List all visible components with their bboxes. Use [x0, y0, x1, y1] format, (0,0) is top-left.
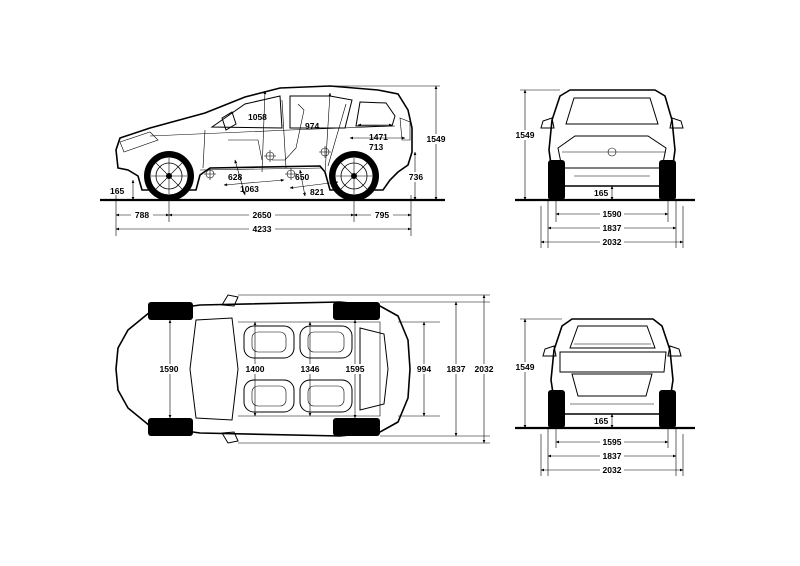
front-view: 1549 165 1590 1837 2032 — [513, 89, 695, 248]
rear-seat-height-label: 650 — [295, 172, 309, 182]
cargo-width-label: 994 — [417, 364, 431, 374]
front-headroom-label: 1058 — [248, 112, 267, 122]
front-overhang-label: 788 — [135, 210, 149, 220]
front-seat-height-label: 628 — [228, 172, 242, 182]
top-rear-track-label: 1595 — [346, 364, 365, 374]
cargo-length-label: 1471 — [369, 132, 388, 142]
front-wheel — [144, 151, 194, 201]
rear-width-mirrors-label: 2032 — [603, 465, 622, 475]
front-width-label: 1837 — [603, 223, 622, 233]
seat-reference-points — [204, 146, 331, 180]
rear-shoulder-width-label: 1346 — [301, 364, 320, 374]
rear-legroom-label: 821 — [310, 187, 324, 197]
top-width-mirrors-label: 2032 — [475, 364, 494, 374]
top-front-track-label: 1590 — [160, 364, 179, 374]
rear-height-label: 1549 — [516, 362, 535, 372]
rear-wheel — [329, 151, 379, 201]
overall-length-label: 4233 — [253, 224, 272, 234]
front-ground-clearance-label: 165 — [594, 188, 608, 198]
rear-view: 1549 165 1595 1837 2032 — [513, 318, 695, 476]
wheelbase-label: 2650 — [253, 210, 272, 220]
rear-bumper-height-label: 736 — [409, 172, 423, 182]
rear-overhang-label: 795 — [375, 210, 389, 220]
rear-track-label: 1595 — [603, 437, 622, 447]
front-track-label: 1590 — [603, 209, 622, 219]
front-legroom-label: 1063 — [240, 184, 259, 194]
rear-headroom-label: 974 — [305, 121, 319, 131]
side-height-label: 1549 — [427, 134, 446, 144]
top-view: 1590 1400 1346 1595 994 1837 2032 — [115, 294, 496, 444]
rear-width-label: 1837 — [603, 451, 622, 461]
rear-seats — [299, 325, 353, 413]
side-view: 788 2650 795 4233 1549 736 165 1058 974 … — [100, 85, 448, 236]
front-width-mirrors-label: 2032 — [603, 237, 622, 247]
cargo-height-label: 713 — [369, 142, 383, 152]
front-shoulder-width-label: 1400 — [246, 364, 265, 374]
side-ground-clearance-label: 165 — [110, 186, 124, 196]
top-width-label: 1837 — [447, 364, 466, 374]
rear-ground-clearance-label: 165 — [594, 416, 608, 426]
front-seats — [243, 325, 295, 413]
front-height-label: 1549 — [516, 130, 535, 140]
